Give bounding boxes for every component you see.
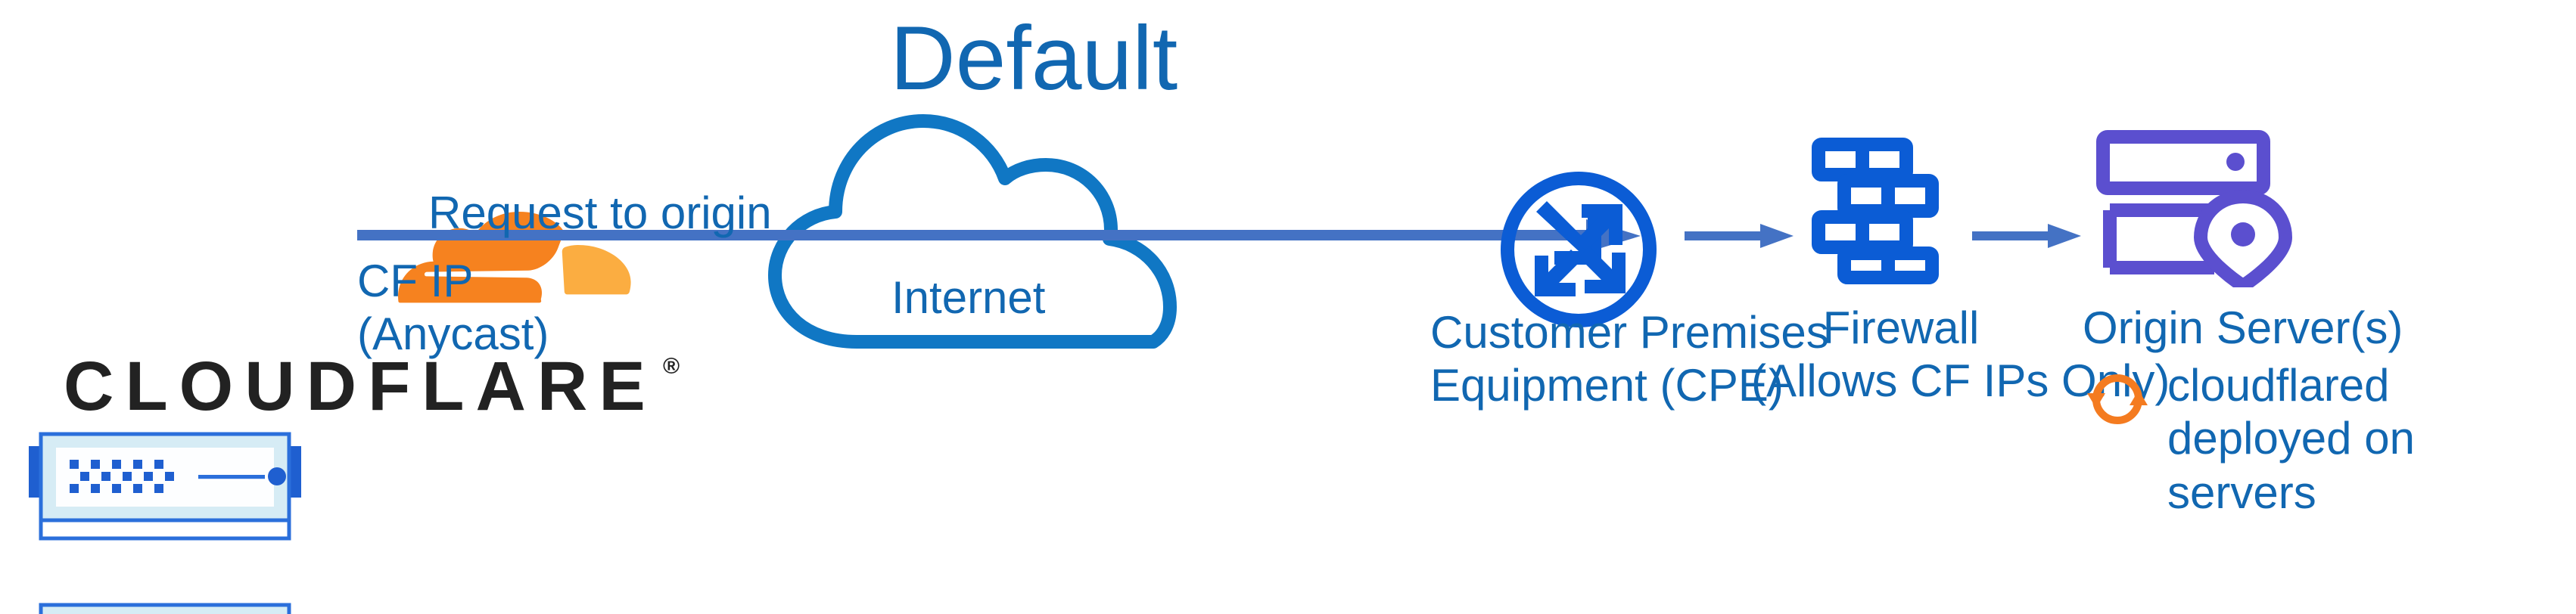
registered-trademark-mark: ® (663, 354, 680, 380)
internet-cloud-icon (763, 100, 1190, 349)
internet-label: Internet (891, 274, 1046, 324)
cloudflared-annotation-label: cloudflared deployed on servers (2167, 361, 2415, 519)
arrow-firewall-to-origin (1972, 221, 2081, 251)
server-stack-location-icon (2096, 130, 2299, 287)
server-rack-icon (17, 599, 313, 614)
server-rack-icon (17, 428, 313, 546)
request-to-origin-label: Request to origin (428, 189, 772, 239)
cf-ip-anycast-label: CF IP (Anycast) (357, 257, 549, 361)
arrow-cpe-to-firewall (1685, 221, 1794, 251)
router-icon (1495, 166, 1662, 333)
page-title: Default (890, 8, 1178, 109)
firewall-label: Firewall (Allows CF IPs Only) (1751, 304, 2170, 408)
sync-arrows-icon (2084, 366, 2151, 433)
brick-wall-icon (1810, 136, 1949, 284)
origin-server-label: Origin Server(s) (2083, 304, 2403, 354)
cloudflare-wordmark: CLOUDFLARE (64, 346, 657, 425)
cpe-label: Customer Premises Equipment (CPE) (1430, 309, 1829, 412)
